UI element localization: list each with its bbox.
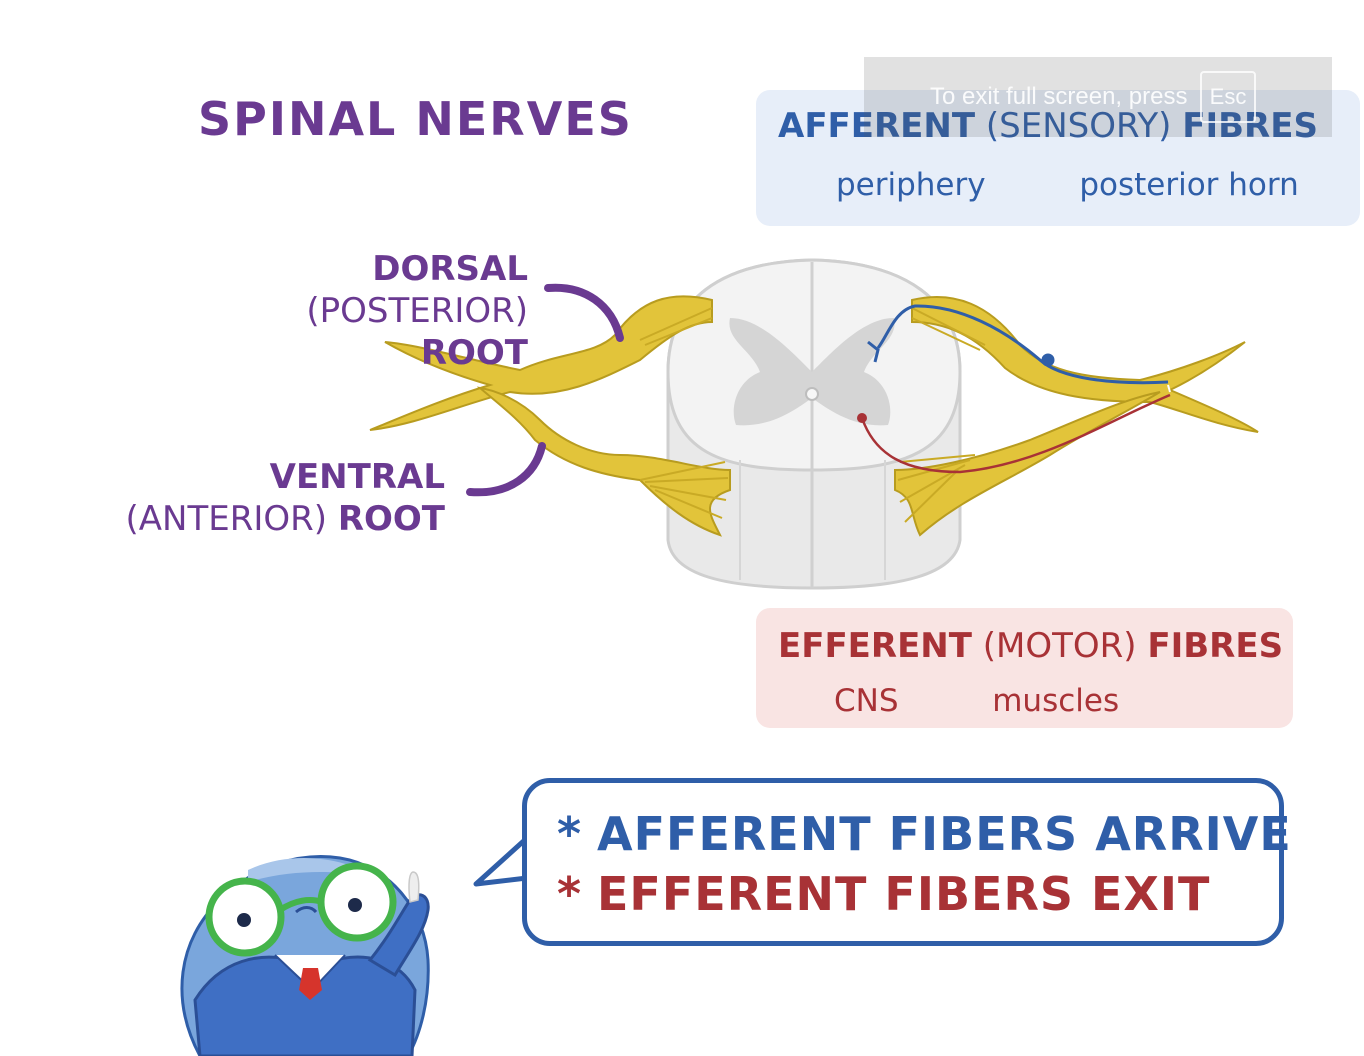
ventral-root-label: VENTRAL (ANTERIOR) ROOT xyxy=(120,456,445,540)
efferent-path: CNS muscles xyxy=(834,682,1119,720)
afferent-fibres-box: AFFERENT (SENSORY) FIBRES periphery post… xyxy=(756,90,1360,226)
fullscreen-toast-message: To exit full screen, press xyxy=(930,83,1188,110)
ventral-label-root: ROOT xyxy=(337,499,445,539)
fullscreen-exit-toast: To exit full screen, press Esc xyxy=(864,57,1332,137)
afferent-fibre xyxy=(867,304,1169,385)
efferent-to: muscles xyxy=(992,683,1120,719)
dorsal-label-paren: (POSTERIOR) xyxy=(306,291,528,331)
efferent-fibres-word: FIBRES xyxy=(1147,626,1284,666)
asterisk-icon: * xyxy=(557,807,583,861)
efferent-paren: (MOTOR) xyxy=(982,626,1137,666)
central-canal xyxy=(805,387,819,401)
grey-matter xyxy=(729,318,895,426)
afferent-fibres-word: FIBRES xyxy=(1182,106,1318,146)
afferent-paren: (SENSORY) xyxy=(985,106,1172,146)
speech-bubble-tail xyxy=(473,836,529,887)
ventral-label-line1: VENTRAL xyxy=(269,457,445,497)
afferent-heading: AFFERENT (SENSORY) FIBRES xyxy=(778,106,1318,146)
ventral-pointer-line xyxy=(466,442,546,497)
dorsal-pointer-line xyxy=(544,283,624,342)
dorsal-root-label: DORSAL (POSTERIOR) ROOT xyxy=(200,248,528,374)
afferent-to: posterior horn xyxy=(1079,167,1299,203)
efferent-heading: EFFERENT (MOTOR) FIBRES xyxy=(778,626,1283,666)
speech-line-efferent-text: EFFERENT FIBERS EXIT xyxy=(597,867,1211,921)
ventral-label-paren: (ANTERIOR) xyxy=(125,499,327,539)
spinal-cord xyxy=(666,258,962,590)
esc-key-hint[interactable]: Esc xyxy=(1200,71,1256,123)
diagram-title: SPINAL NERVES xyxy=(198,92,633,146)
speech-line-efferent: * EFFERENT FIBERS EXIT xyxy=(557,865,1210,923)
speech-line-afferent: * AFFERENT FIBERS ARRIVE xyxy=(557,805,1292,863)
dorsal-label-root: ROOT xyxy=(420,333,528,373)
speech-bubble: * AFFERENT FIBERS ARRIVE * EFFERENT FIBERS… xyxy=(522,778,1291,946)
speech-line-afferent-text: AFFERENT FIBERS ARRIVE xyxy=(597,807,1292,861)
afferent-path: periphery posterior horn xyxy=(836,166,1299,204)
rootlet-lines xyxy=(639,307,986,523)
efferent-word: EFFERENT xyxy=(778,626,972,666)
afferent-word: AFFERENT xyxy=(778,106,976,146)
efferent-from: CNS xyxy=(834,683,899,719)
mascot-character xyxy=(180,855,430,1056)
efferent-fibres-box: EFFERENT (MOTOR) FIBRES CNS muscles xyxy=(756,608,1293,728)
dorsal-label-line1: DORSAL xyxy=(372,249,528,289)
efferent-fibre xyxy=(857,393,1171,474)
afferent-from: periphery xyxy=(836,167,986,203)
asterisk-icon: * xyxy=(557,867,583,921)
